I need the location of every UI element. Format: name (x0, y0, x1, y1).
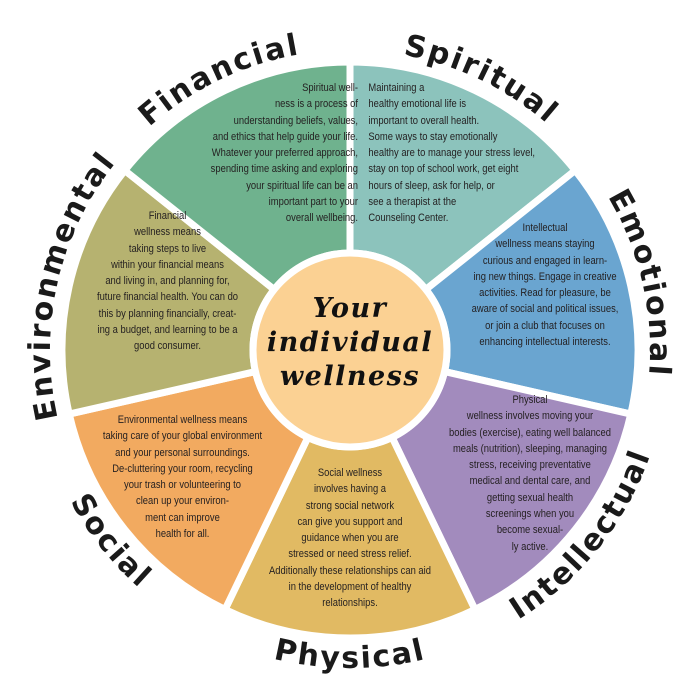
intellectual-description: Intellectual wellness means staying curi… (471, 222, 619, 349)
emotional-description: Maintaining a healthy emotional life is … (368, 82, 536, 225)
center-title: Your individual wellness (255, 292, 445, 394)
center-title-line-1: Your (312, 293, 388, 324)
social-description: Social wellness involves having a strong… (269, 467, 431, 610)
center-title-line-2: individual (266, 327, 434, 358)
center-circle (249, 249, 451, 451)
financial-description: Financial wellness means taking steps to… (96, 210, 239, 353)
physical-description: Physical wellness involves moving your b… (449, 394, 611, 553)
center-title-line-3: wellness (279, 361, 421, 392)
spiritual-description: Spiritual well- ness is a process of und… (210, 82, 358, 225)
environmental-description: Environmental wellness means taking care… (102, 414, 263, 541)
